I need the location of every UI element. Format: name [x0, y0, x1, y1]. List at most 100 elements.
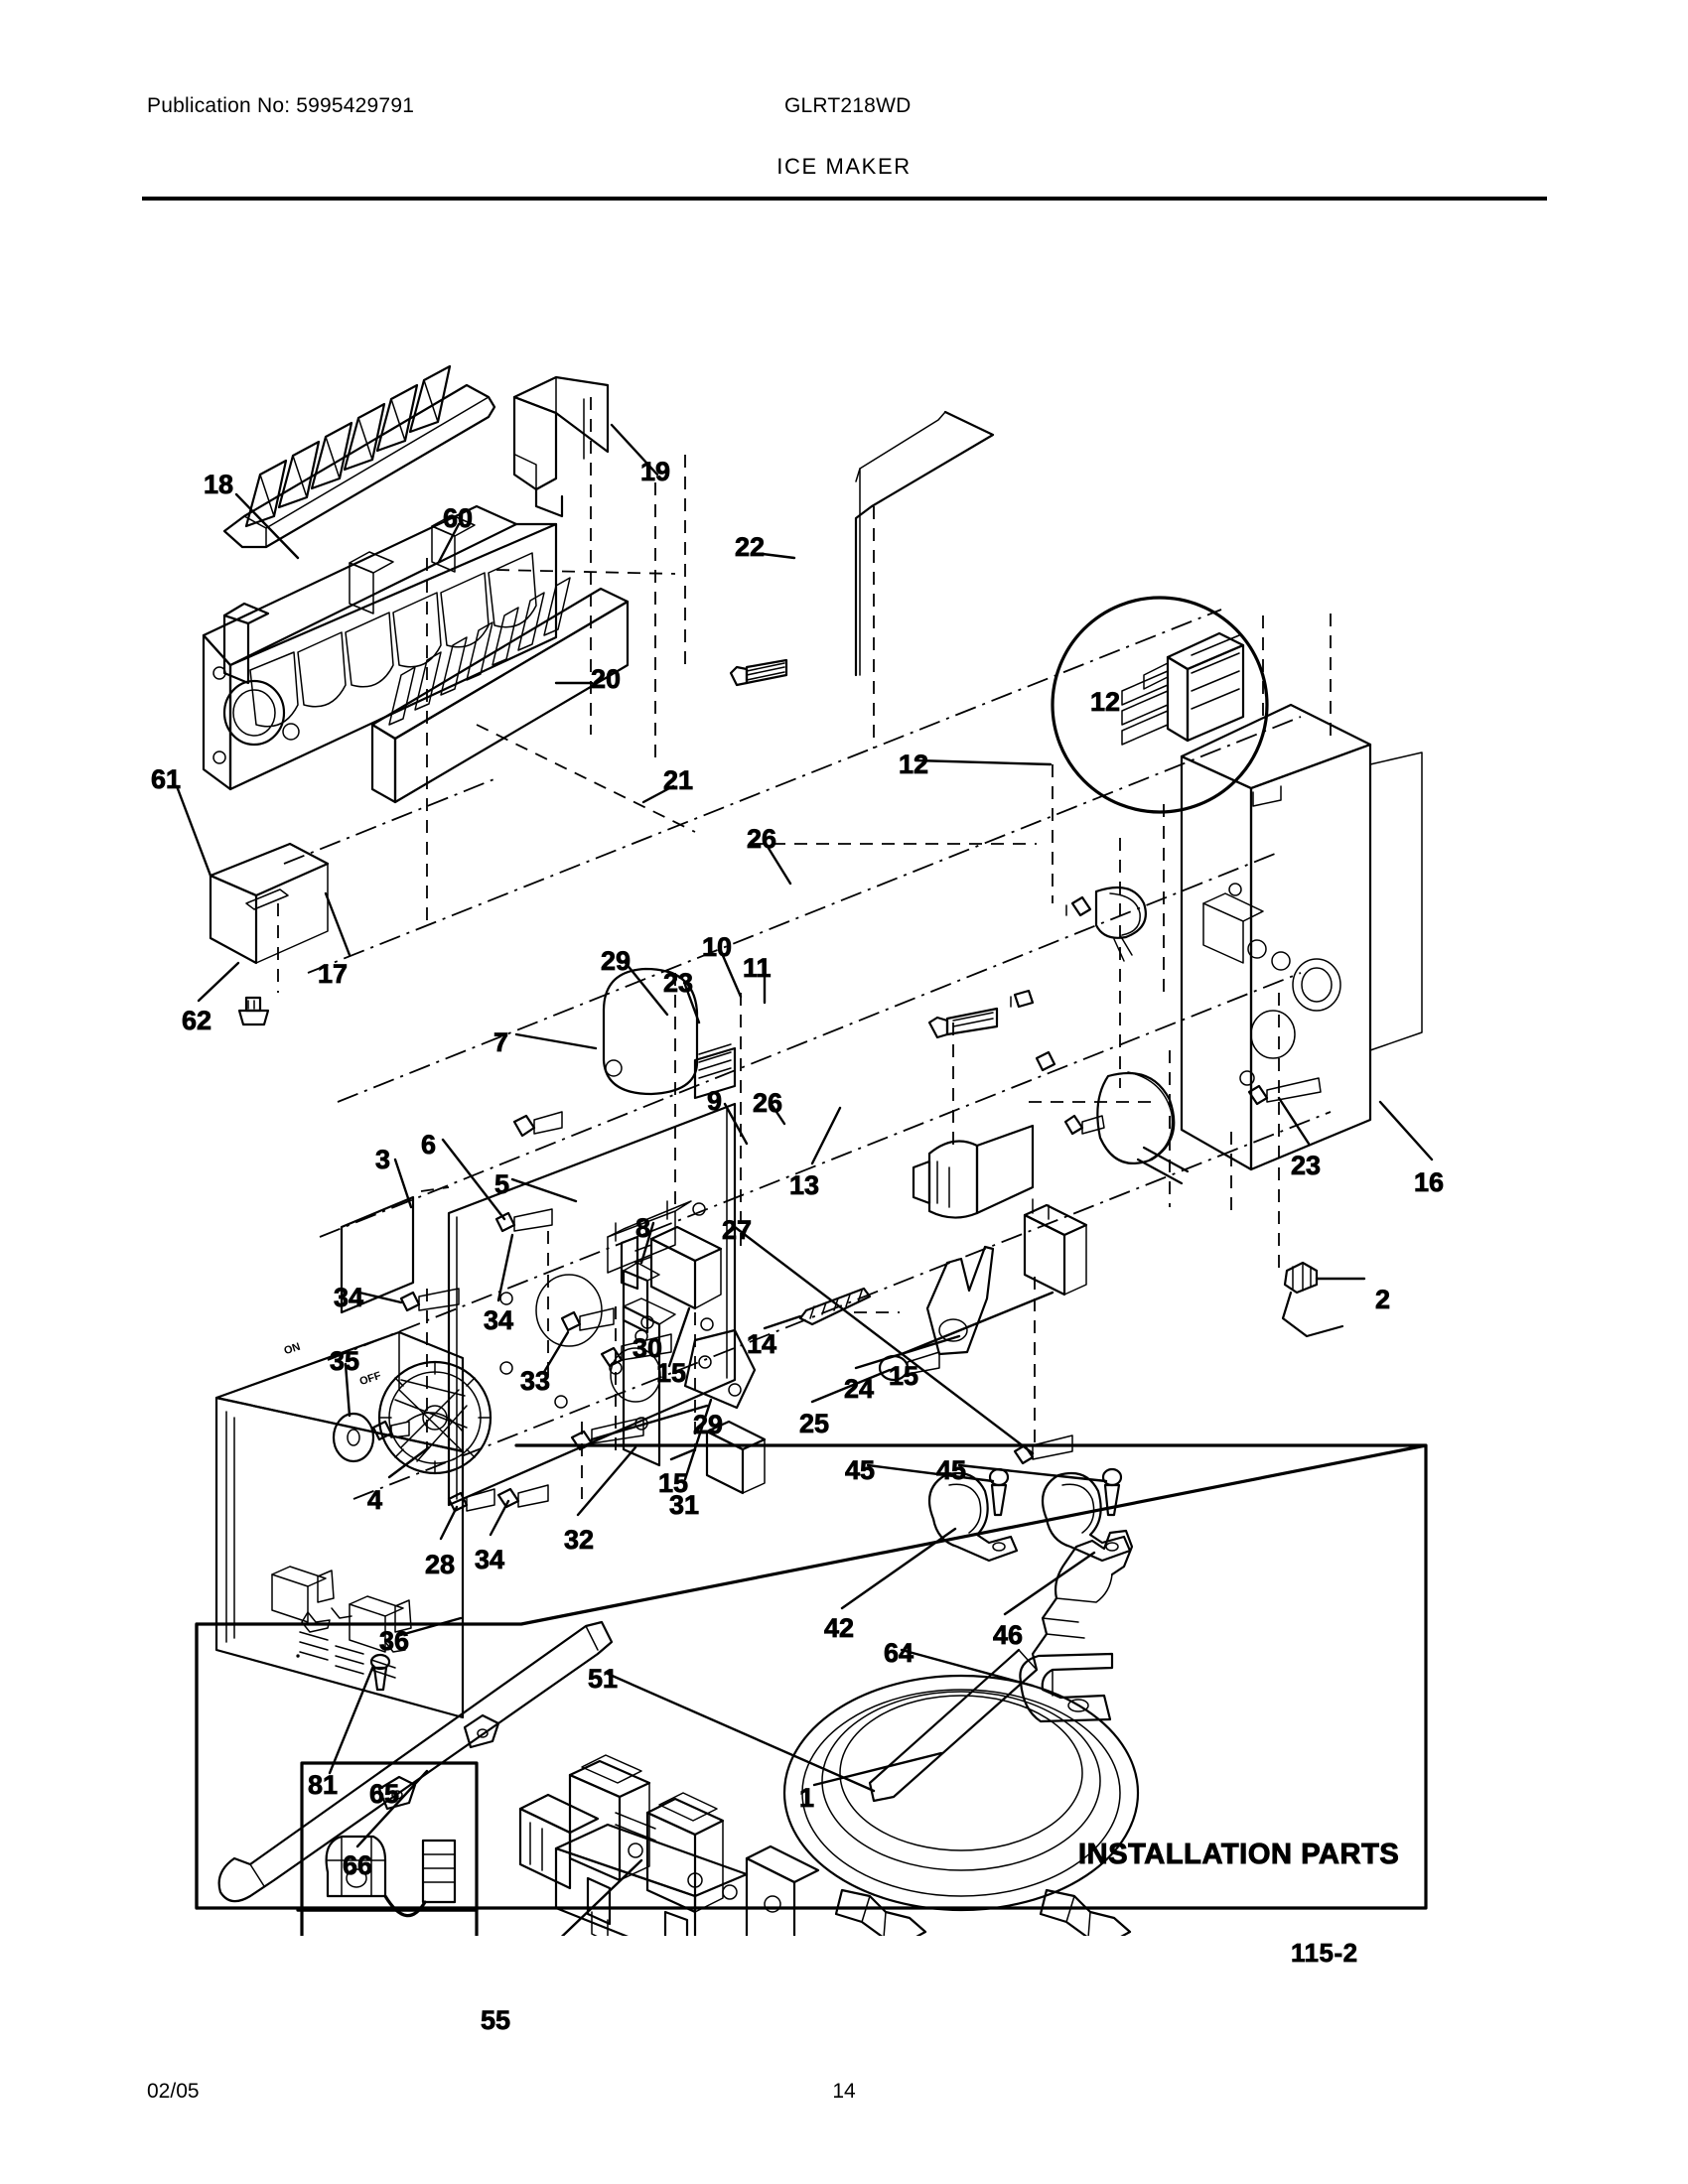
callout-16: 16: [1414, 1167, 1445, 1197]
callout-15: 15: [658, 1468, 689, 1498]
callout-65-inset: 65: [369, 1779, 400, 1809]
callout-17: 17: [318, 959, 349, 989]
part-61-bracket: [209, 842, 330, 965]
callout-26: 26: [747, 824, 777, 854]
callout-1: 1: [799, 1783, 815, 1813]
callout-42: 42: [824, 1613, 855, 1643]
callout-12: 12: [899, 750, 929, 779]
callout-13: 13: [789, 1170, 820, 1200]
part-81-screw: [369, 1653, 391, 1692]
footer-date: 02/05: [147, 2080, 200, 2103]
callout-23: 23: [1291, 1151, 1322, 1180]
part-35-washer: [332, 1412, 410, 1463]
callout-7: 7: [493, 1027, 509, 1057]
callout-3: 3: [375, 1145, 391, 1174]
part-18-ejector: [222, 364, 496, 549]
callout-28: 28: [425, 1550, 456, 1579]
part-31-plate: [683, 1328, 757, 1410]
callout-55: 55: [481, 2005, 511, 2035]
part-45-screw-b: [1101, 1467, 1123, 1517]
callout-60: 60: [443, 503, 474, 533]
callout-29: 29: [601, 946, 632, 976]
part-45-screw-a: [988, 1467, 1010, 1517]
part-24-lever: [925, 1245, 995, 1356]
callout-22: 22: [735, 532, 766, 562]
callout-4: 4: [367, 1485, 383, 1515]
part-51-tube: [868, 1529, 1134, 1803]
callout-6: 6: [421, 1130, 437, 1160]
callout-9: 9: [707, 1086, 723, 1116]
callout-15: 15: [889, 1361, 919, 1391]
callout-51: 51: [588, 1664, 619, 1694]
callout-32: 32: [564, 1525, 595, 1555]
diagram-linework: .l { fill:none; stroke:#000; stroke-widt…: [175, 364, 1434, 1936]
callout-23: 23: [663, 968, 694, 998]
part-2-clip: [1281, 1261, 1366, 1338]
footer-page-number: 14: [832, 2080, 856, 2103]
callout-20: 20: [591, 664, 622, 694]
callout-30: 30: [633, 1333, 663, 1363]
publication-number: Publication No: 5995429791: [147, 94, 415, 117]
part-55-water-valve: [518, 1754, 820, 1936]
part-26-clip: [1065, 886, 1147, 962]
part-15-switch-c: [1023, 1198, 1088, 1297]
callout-64: 64: [884, 1638, 914, 1668]
callout-36: 36: [379, 1626, 410, 1656]
callout-66: 66: [343, 1850, 373, 1880]
part-19-fill-cup: [512, 375, 610, 518]
callout-46: 46: [993, 1620, 1024, 1650]
part-1-water-line: [782, 1674, 1140, 1936]
callout-8: 8: [635, 1213, 651, 1243]
installation-parts-label: INSTALLATION PARTS: [1077, 1839, 1400, 1871]
part-8-lever: [622, 1262, 660, 1334]
header-divider: [142, 197, 1547, 201]
part-7-motor: [602, 967, 737, 1100]
alignment-lines: [277, 397, 1332, 1500]
callout-24: 24: [844, 1374, 875, 1404]
part-64-clip: [1019, 1652, 1114, 1723]
callout-19: 19: [640, 457, 671, 486]
part-12-connector-magnifier: [1051, 596, 1269, 814]
callout-62: 62: [182, 1006, 212, 1035]
part-9-motor: [912, 1124, 1035, 1219]
callout-29: 29: [693, 1410, 724, 1439]
callout-14: 14: [747, 1329, 777, 1359]
installation-parts-frame: [195, 1443, 1428, 1910]
part-17-mold-body: [202, 504, 558, 791]
exploded-diagram: .l { fill:none; stroke:#000; stroke-widt…: [0, 208, 1688, 2034]
callout-33: 33: [520, 1366, 551, 1396]
callout-15: 15: [656, 1358, 687, 1388]
callout-27: 27: [722, 1215, 753, 1245]
model-number: GLRT218WD: [784, 94, 912, 117]
part-36-control-box: [214, 1330, 465, 1719]
page-title: ICE MAKER: [776, 154, 912, 179]
callout-34: 34: [484, 1305, 514, 1335]
callout-10: 10: [702, 932, 733, 962]
callout-45: 45: [845, 1455, 876, 1485]
callout-18: 18: [204, 470, 234, 499]
part-66-tube: [217, 1620, 614, 1903]
callout-34: 34: [475, 1545, 505, 1574]
callout-21: 21: [663, 765, 694, 795]
callout-34: 34: [334, 1283, 364, 1312]
callout-11: 11: [743, 953, 772, 983]
part-14-spring: [798, 1287, 872, 1326]
part-13-coil: [1096, 1071, 1190, 1185]
part-16-module: [1180, 703, 1423, 1171]
fasteners-mid: [927, 989, 1322, 1136]
part-20-screw: [729, 658, 788, 687]
fasteners-plate: [399, 1111, 615, 1513]
part-3-gasket: [340, 1195, 415, 1314]
callout-81: 81: [308, 1770, 339, 1800]
callout-35: 35: [330, 1346, 360, 1376]
part-42-clamp: [927, 1471, 1019, 1563]
callout-31: 31: [669, 1490, 700, 1520]
callout-26: 26: [753, 1088, 783, 1118]
callout-2: 2: [1375, 1285, 1391, 1314]
callout-61: 61: [151, 764, 182, 794]
callout-45: 45: [936, 1455, 967, 1485]
part-46-clamp: [1041, 1471, 1132, 1563]
callout-5: 5: [494, 1169, 510, 1199]
sheet-code: 115-2: [1291, 1938, 1358, 1969]
part-4-drive-gear: [377, 1360, 492, 1475]
